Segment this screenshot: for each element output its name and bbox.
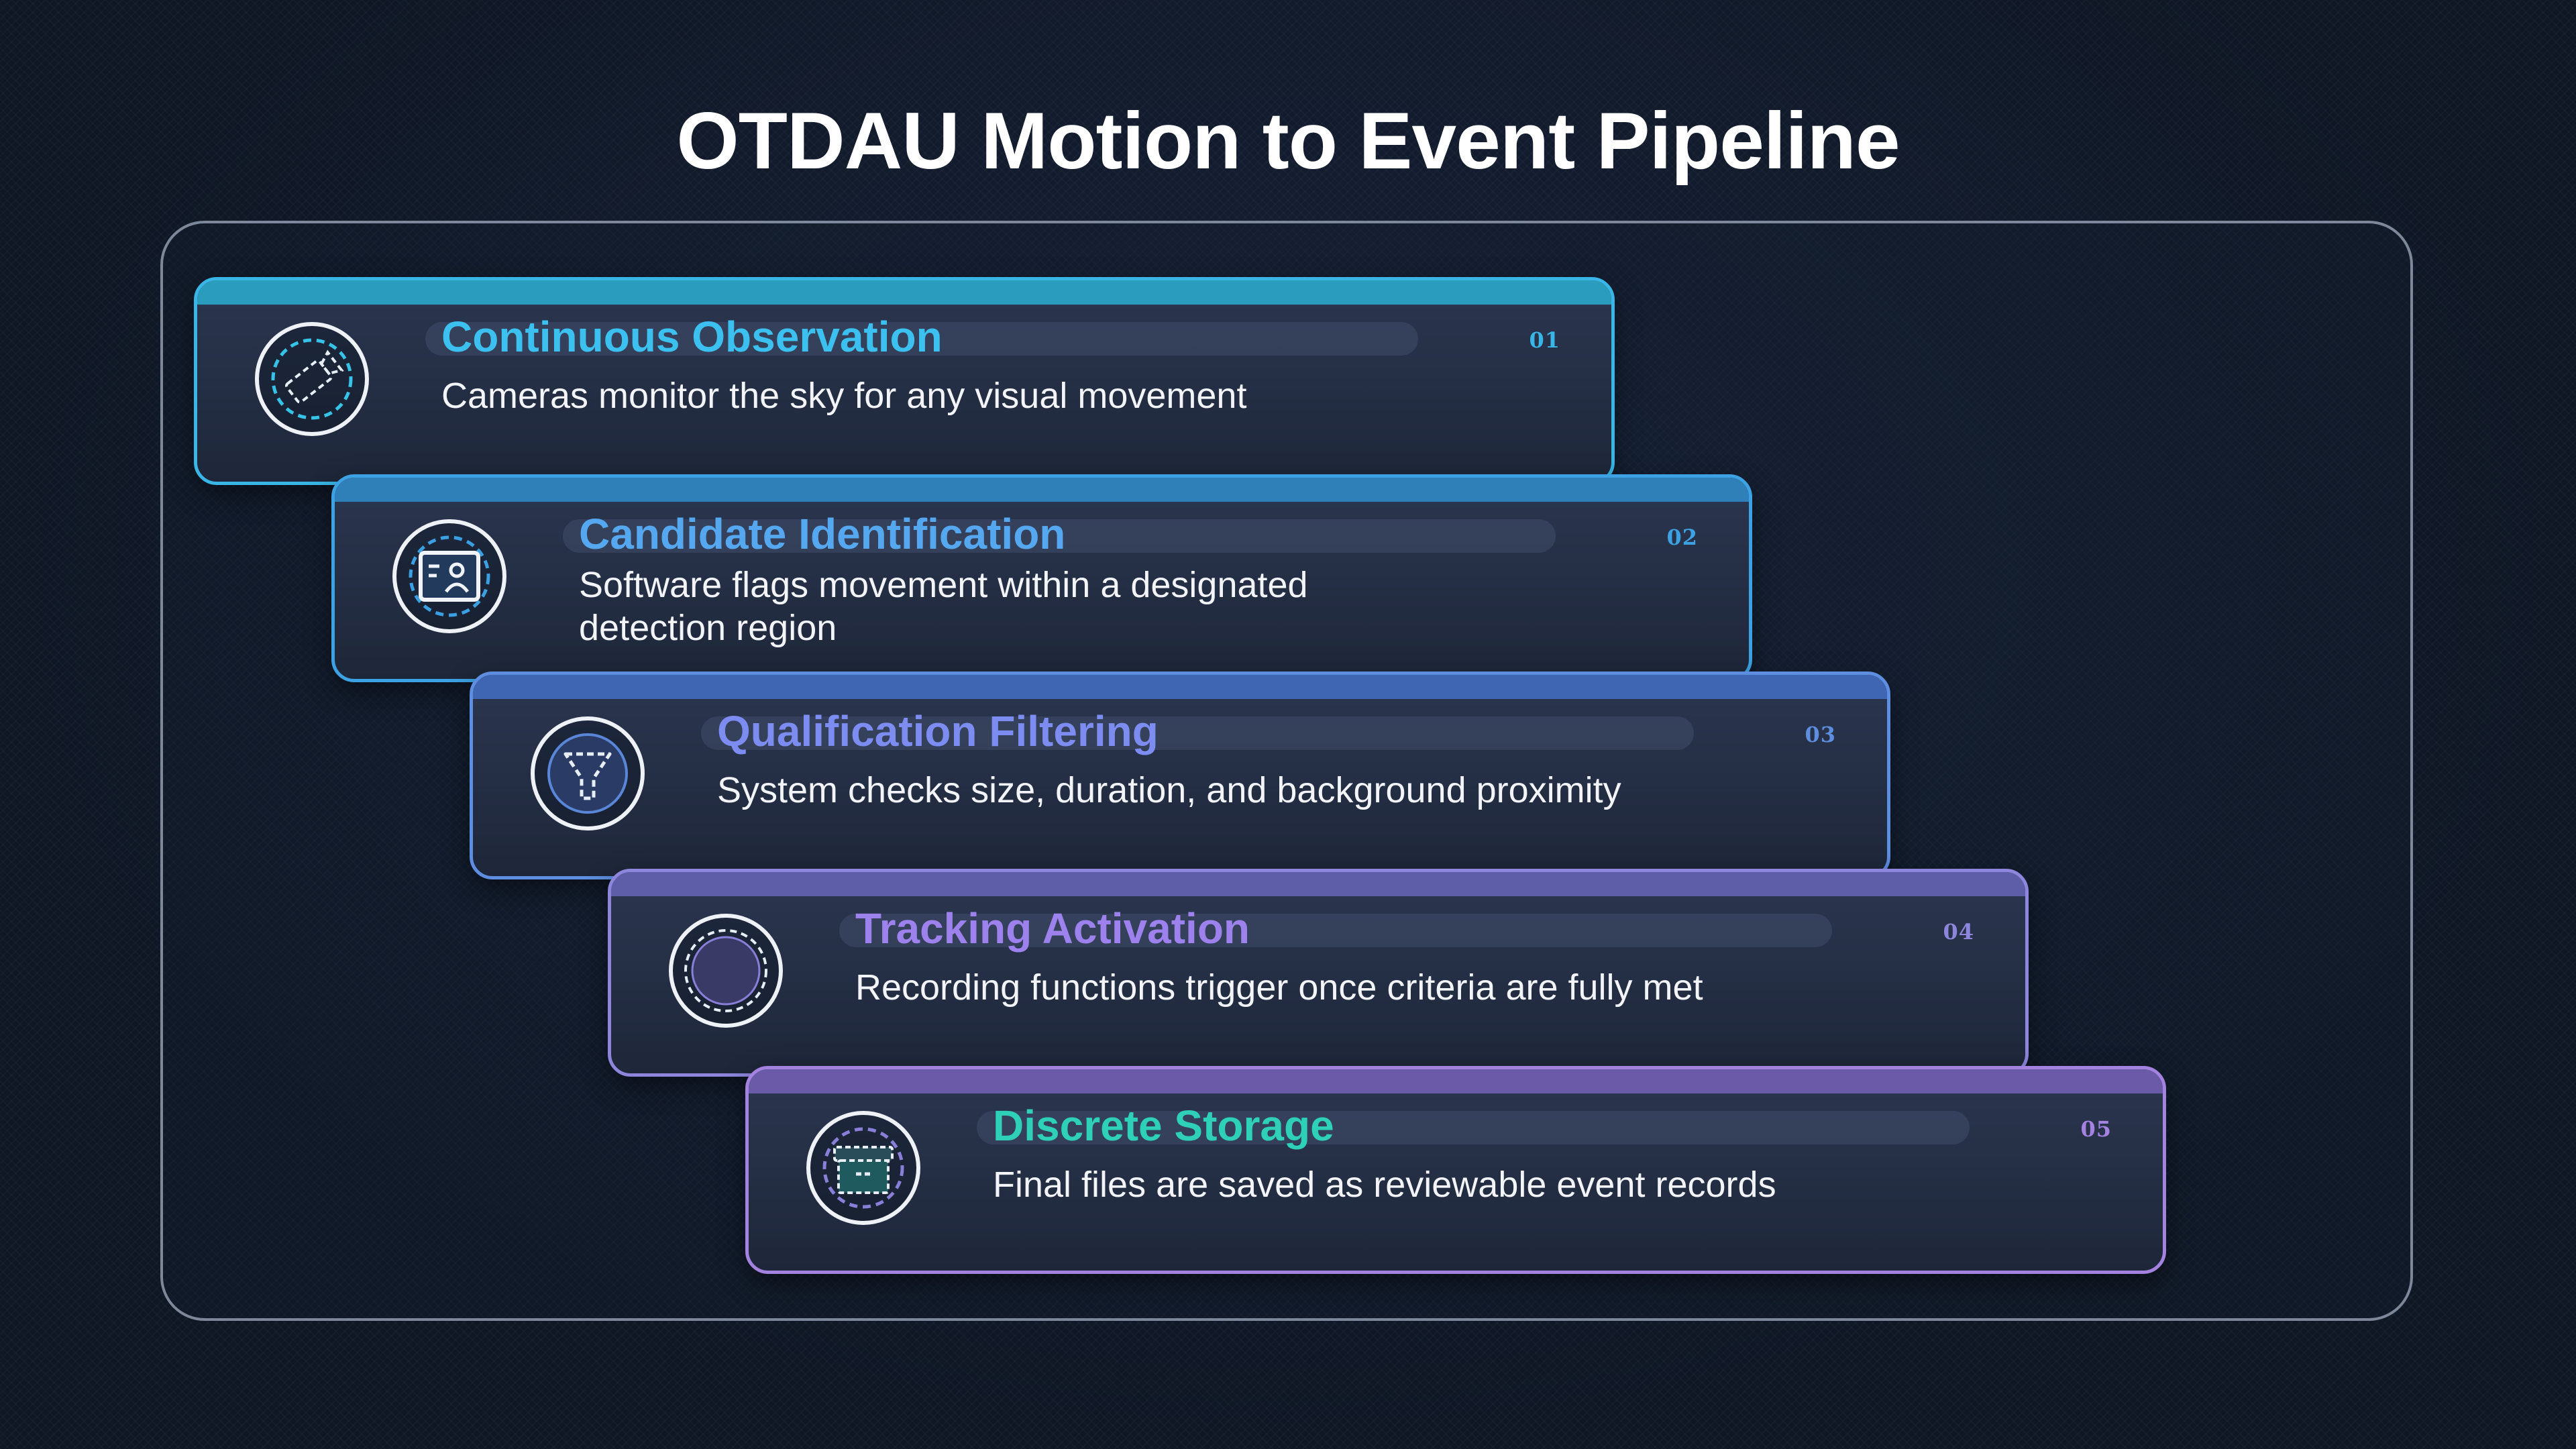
step-number: 01 [1529, 327, 1560, 353]
archive-box-icon [806, 1111, 920, 1225]
heading-backdrop [977, 1111, 1970, 1144]
step-number: 02 [1666, 525, 1698, 550]
id-card-icon [392, 519, 506, 633]
step-description: Cameras monitor the sky for any visual m… [441, 376, 1247, 416]
card-top-bar [473, 675, 1887, 699]
step-heading: Qualification Filtering [717, 707, 1159, 755]
step-heading: Candidate Identification [579, 510, 1066, 558]
step-card-filtering: Qualification Filtering System checks si… [470, 672, 1890, 879]
step-number: 05 [2080, 1116, 2112, 1142]
step-heading: Continuous Observation [441, 313, 943, 361]
step-description: Software flags movement within a designa… [579, 565, 1308, 648]
card-top-bar [749, 1069, 2163, 1093]
heading-backdrop [701, 716, 1694, 750]
heading-backdrop [563, 519, 1556, 553]
step-description: Final files are saved as reviewable even… [993, 1165, 1776, 1205]
step-description: System checks size, duration, and backgr… [717, 770, 1621, 810]
funnel-icon [531, 716, 645, 830]
step-number: 03 [1805, 722, 1836, 747]
card-top-bar [335, 478, 1749, 502]
card-top-bar [197, 280, 1611, 305]
step-description: Recording functions trigger once criteri… [855, 967, 1703, 1008]
target-circle-icon [669, 914, 783, 1028]
heading-backdrop [839, 914, 1832, 947]
step-card-identification: Candidate Identification Software flags … [331, 474, 1752, 682]
card-top-bar [611, 872, 2025, 896]
step-card-tracking: Tracking Activation Recording functions … [608, 869, 2029, 1077]
step-heading: Discrete Storage [993, 1102, 1334, 1150]
page-title: OTDAU Motion to Event Pipeline [676, 96, 1900, 186]
heading-backdrop [425, 322, 1418, 356]
step-number: 04 [1943, 919, 1974, 945]
step-heading: Tracking Activation [855, 904, 1250, 953]
camera-icon [255, 322, 369, 436]
step-card-observation: Continuous Observation Cameras monitor t… [194, 277, 1615, 485]
step-card-storage: Discrete Storage Final files are saved a… [745, 1066, 2166, 1274]
